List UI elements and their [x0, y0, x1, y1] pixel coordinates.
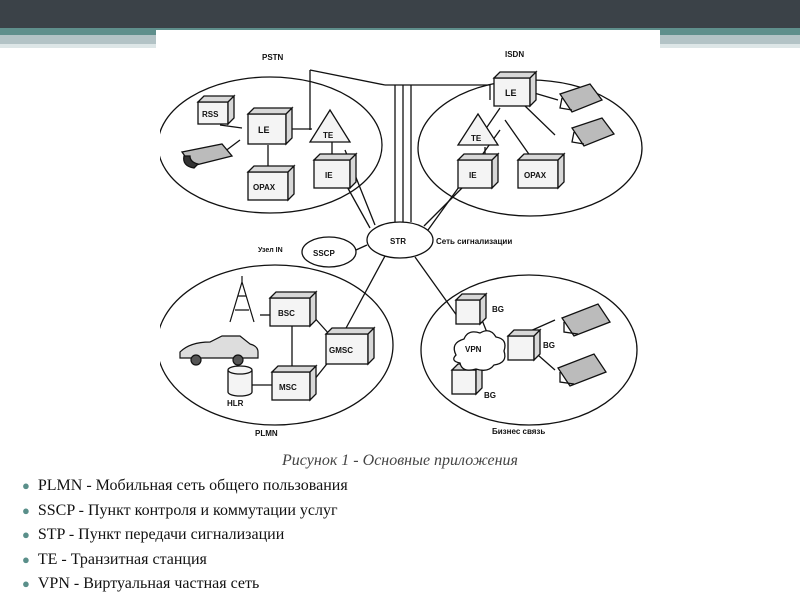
ie-isdn-label: IE	[469, 171, 477, 180]
legend-item: ● STP - Пункт передачи сигнализации	[22, 523, 348, 548]
network-diagram: PSTN ISDN PLMN Бизнес связь RSS LE TE OP…	[160, 50, 643, 438]
sscp-label: SSCP	[313, 249, 335, 258]
hlr-label: HLR	[227, 399, 244, 408]
diagram-card	[156, 30, 660, 52]
te-pstn-label: TE	[323, 131, 334, 140]
legend-text: VPN - Виртуальная частная сеть	[37, 575, 260, 592]
bullet-icon: ●	[22, 478, 30, 493]
legend-item: ● PLMN - Мобильная сеть общего пользовани…	[22, 474, 348, 499]
le-isdn-box	[493, 77, 531, 107]
bg3-box	[451, 369, 477, 395]
rss-label: RSS	[202, 110, 219, 119]
business-cluster	[420, 274, 638, 426]
phone-icon	[180, 143, 234, 169]
te-isdn-label: TE	[471, 134, 482, 143]
bg1-label: BG	[492, 305, 504, 314]
le-isdn-label: LE	[505, 88, 517, 98]
bg2-box	[507, 335, 535, 361]
isdn-label: ISDN	[505, 50, 524, 59]
legend-text: PLMN - Мобильная сеть общего пользования	[37, 477, 348, 494]
antenna-icon	[229, 276, 255, 323]
te-isdn-triangle	[456, 112, 500, 146]
str-label: STR	[390, 237, 406, 246]
gmsc-label: GMSC	[329, 346, 353, 355]
business-phone-icon	[557, 303, 611, 387]
str-node	[366, 221, 434, 259]
bsc-box	[269, 297, 311, 327]
legend-item: ● SSCP - Пункт контроля и коммутации услу…	[22, 499, 348, 524]
figure-caption: Рисунок 1 - Основные приложения	[282, 452, 518, 469]
bullet-icon: ●	[22, 576, 30, 591]
in-node-label: Узел IN	[258, 247, 283, 254]
vpn-cloud	[453, 330, 506, 371]
plmn-label: PLMN	[255, 429, 278, 438]
isdn-phone-icon	[558, 83, 616, 147]
sscp-node	[301, 236, 357, 268]
title-bar	[0, 0, 800, 28]
pstn-cluster	[160, 76, 383, 214]
hlr-database-icon	[227, 365, 253, 397]
bg1-box	[455, 299, 481, 325]
bullet-icon: ●	[22, 502, 30, 518]
signal-net-label: Сеть сигнализации	[436, 237, 512, 246]
gmsc-box	[325, 333, 369, 365]
legend-text: SSCP - Пункт контроля и коммутации услуг	[37, 501, 338, 519]
ie-pstn-label: IE	[325, 171, 333, 180]
legend-item: ● TE - Транзитная станция	[22, 548, 348, 573]
opax-pstn-label: OPAX	[253, 183, 276, 192]
opax-isdn-label: OPAX	[524, 171, 547, 180]
ie-isdn-box	[457, 159, 493, 189]
car-icon	[179, 335, 259, 366]
te-pstn-triangle	[308, 108, 352, 143]
legend-text: TE - Транзитная станция	[37, 550, 207, 568]
legend-item: ● VPN - Виртуальная частная сеть	[22, 572, 348, 597]
bg3-label: BG	[484, 391, 496, 400]
plmn-cluster	[160, 264, 394, 426]
pstn-label: PSTN	[262, 53, 284, 62]
vpn-label: VPN	[465, 345, 482, 354]
legend-list: ● PLMN - Мобильная сеть общего пользовани…	[22, 474, 348, 597]
le-pstn-label: LE	[258, 125, 270, 135]
bsc-label: BSC	[278, 309, 295, 318]
bullet-icon: ●	[22, 527, 30, 542]
bullet-icon: ●	[22, 551, 30, 567]
bg2-label: BG	[543, 341, 555, 350]
business-label: Бизнес связь	[492, 427, 545, 436]
msc-label: MSC	[279, 383, 297, 392]
legend-text: STP - Пункт передачи сигнализации	[37, 526, 285, 543]
